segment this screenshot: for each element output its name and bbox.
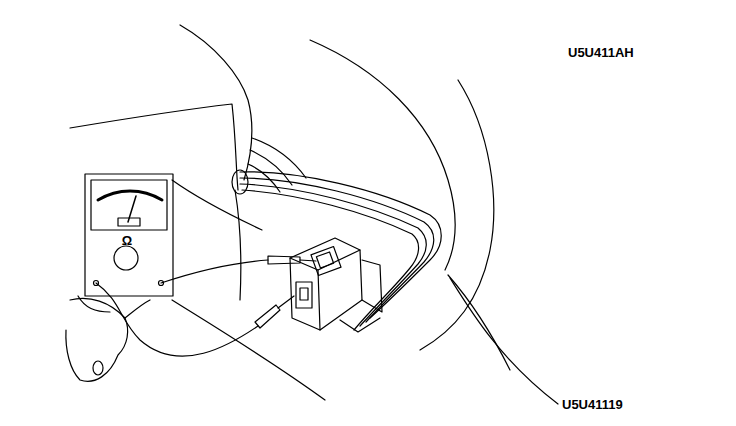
hand [78, 296, 110, 312]
connector [290, 238, 382, 332]
ohm-symbol: Ω [122, 234, 132, 247]
test-lead [161, 260, 268, 283]
wire-harness [242, 190, 419, 330]
figure-code: U5U411AH [568, 46, 634, 59]
multimeter [85, 174, 173, 296]
outline [235, 190, 241, 300]
hand [93, 361, 103, 375]
outline [180, 25, 252, 180]
outline [70, 104, 238, 190]
probe [300, 260, 316, 261]
outline [172, 300, 325, 400]
figure-code: U5U41119 [562, 398, 623, 411]
probe [255, 305, 280, 328]
probe [278, 296, 294, 308]
hand [125, 300, 150, 318]
test-lead [96, 283, 258, 356]
outline [172, 180, 262, 230]
probe [268, 256, 300, 264]
leader-line [450, 278, 558, 404]
wire-harness [240, 172, 441, 318]
